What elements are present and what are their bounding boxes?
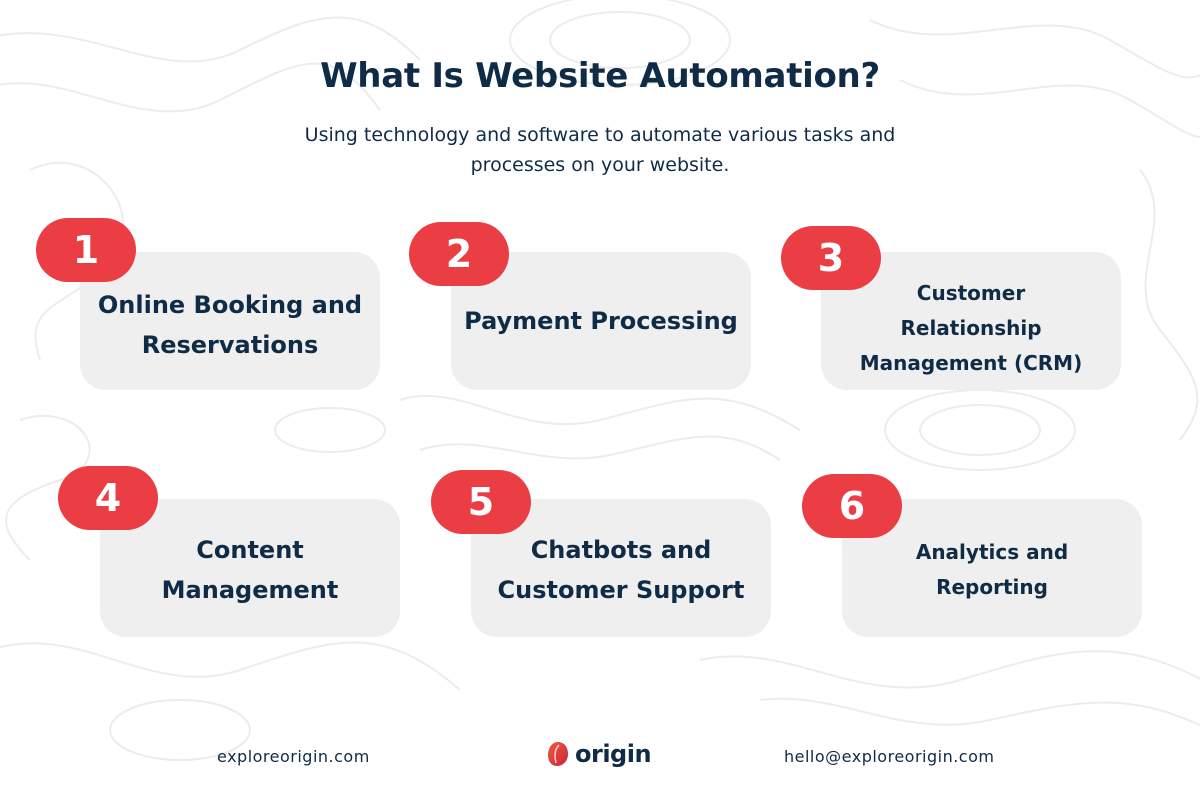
step-label-5: Chatbots and Customer Support	[497, 536, 745, 604]
step-badge-1: 1	[36, 218, 136, 282]
page-title: What Is Website Automation?	[320, 56, 880, 96]
step-label-1: Online Booking and Reservations	[97, 291, 363, 359]
logo-text: origin	[575, 740, 652, 768]
page-subtitle: Using technology and software to automat…	[304, 124, 896, 176]
step-badge-5: 5	[431, 470, 531, 534]
origin-logo: origin	[547, 740, 652, 768]
step-label-4: Content Management	[161, 536, 339, 604]
step-card-3: Customer Relationship Management (CRM)	[821, 252, 1121, 390]
origin-logo-icon	[548, 742, 568, 766]
footer-email: hello@exploreorigin.com	[784, 747, 995, 766]
step-badge-2: 2	[409, 222, 509, 286]
footer-website: exploreorigin.com	[217, 747, 370, 766]
step-card-6: Analytics and Reporting	[842, 499, 1142, 637]
step-card-4: Content Management	[100, 499, 400, 637]
step-label-2: Payment Processing	[464, 307, 738, 335]
step-label-3: Customer Relationship Management (CRM)	[859, 280, 1083, 375]
step-label-6: Analytics and Reporting	[915, 540, 1069, 599]
step-card-1: Online Booking and Reservations	[80, 252, 380, 390]
step-badge-6: 6	[802, 474, 902, 538]
step-badge-3: 3	[781, 226, 881, 290]
step-badge-4: 4	[58, 466, 158, 530]
